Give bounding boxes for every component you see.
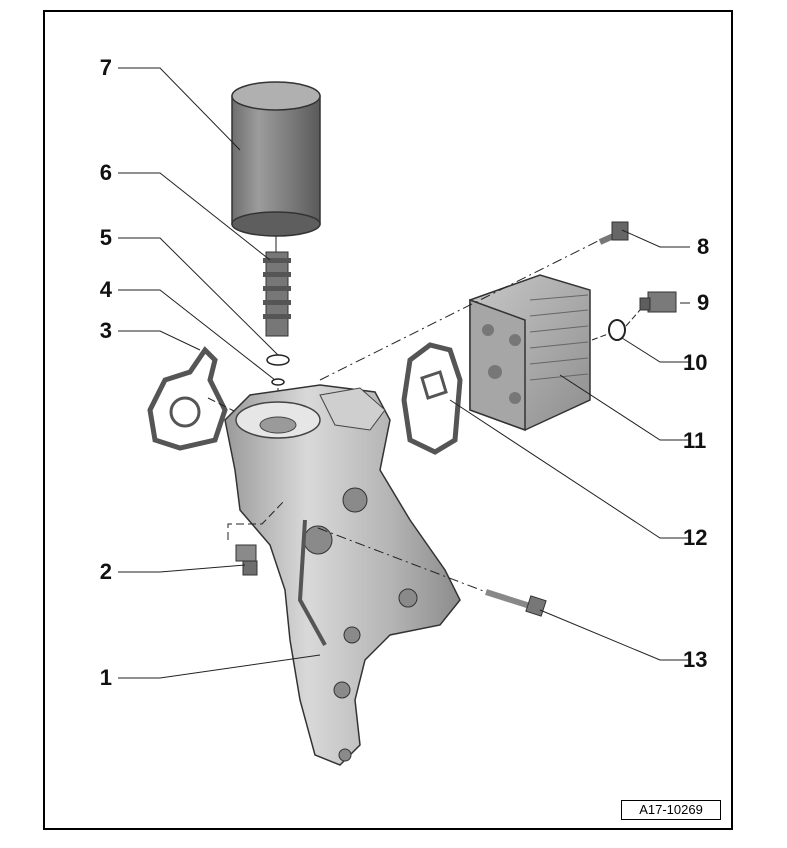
gasket-12-part [401,342,463,455]
callout-2: 2 [99,559,112,584]
o-ring-10-part [608,319,626,341]
callout-5: 5 [99,225,112,250]
bolt-13-part [485,589,547,617]
callout-10: 10 [683,350,708,375]
oil-filter-bracket-part [224,384,461,766]
plug-9-part [639,291,677,313]
o-ring-5-part [266,354,290,366]
reference-code-label: A17-10269 [621,800,721,820]
callout-7: 7 [99,55,112,80]
gasket-3-part [147,346,228,451]
callout-6: 6 [99,160,112,185]
callout-9: 9 [697,290,710,315]
callout-8: 8 [697,234,710,259]
callout-11: 11 [683,428,707,453]
callout-13: 13 [683,647,708,672]
plug-2-part [235,544,258,576]
callout-1: 1 [99,665,112,690]
callout-3: 3 [99,318,112,343]
filter-element-part [263,251,291,337]
bolt-8-part [598,221,629,245]
oil-filter-part [231,81,321,252]
callout-12: 12 [683,525,708,550]
o-ring-4-part [271,378,285,386]
oil-cooler-part [469,274,591,432]
callout-4: 4 [99,277,112,302]
leader-lines [118,67,690,679]
